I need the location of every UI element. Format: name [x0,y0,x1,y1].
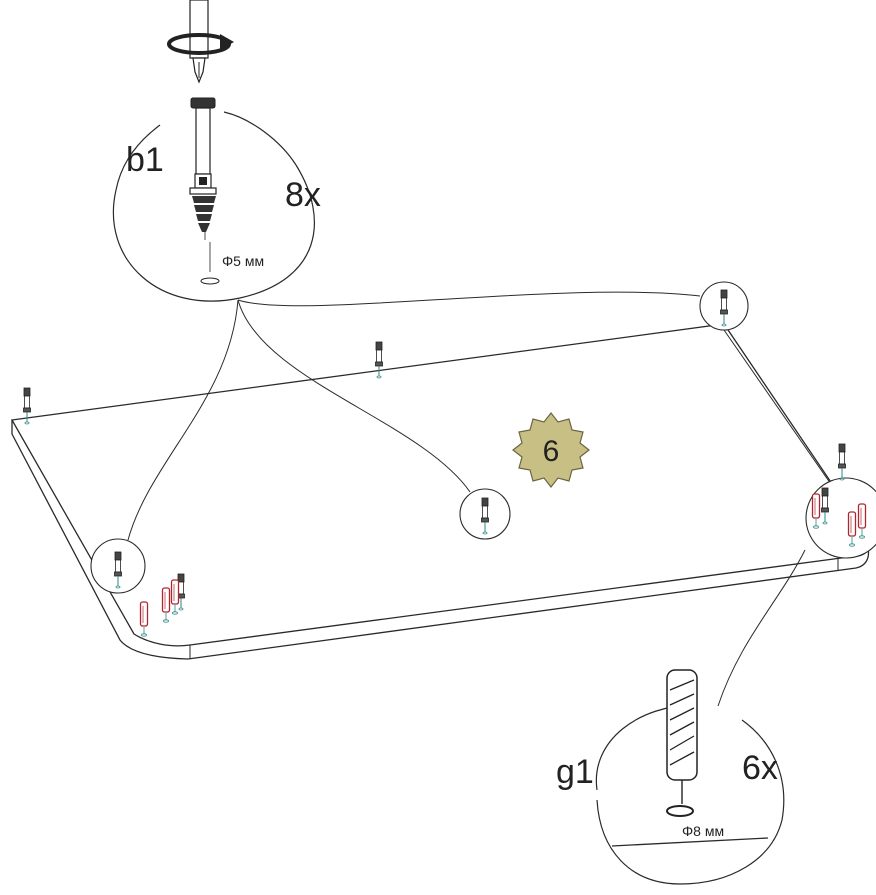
screwdriver-icon [189,0,209,84]
detail-circle-left [90,538,146,594]
part-code-b1: b1 [126,141,164,179]
quantity-g1: 6x [742,749,778,787]
wooden-dowel-icon [666,669,698,804]
step-badge: 6 [512,412,590,488]
leader-lines [127,291,836,707]
step-number: 6 [543,435,560,468]
detail-circle-center [459,488,511,540]
detail-circle-right [805,477,876,559]
hole-size-b1: Φ5 мм [222,253,264,269]
hole-size-g1: Φ8 мм [682,823,724,839]
cam-bolt-icon [189,97,217,240]
quantity-b1: 8x [285,176,321,214]
detail-circle-top-right [699,281,749,331]
rotation-arrow-icon [167,33,234,55]
callout-top: b1 8x Φ5 мм [112,0,321,302]
callout-bottom: g1 6x Φ8 мм [556,669,785,885]
part-code-g1: g1 [556,753,594,791]
